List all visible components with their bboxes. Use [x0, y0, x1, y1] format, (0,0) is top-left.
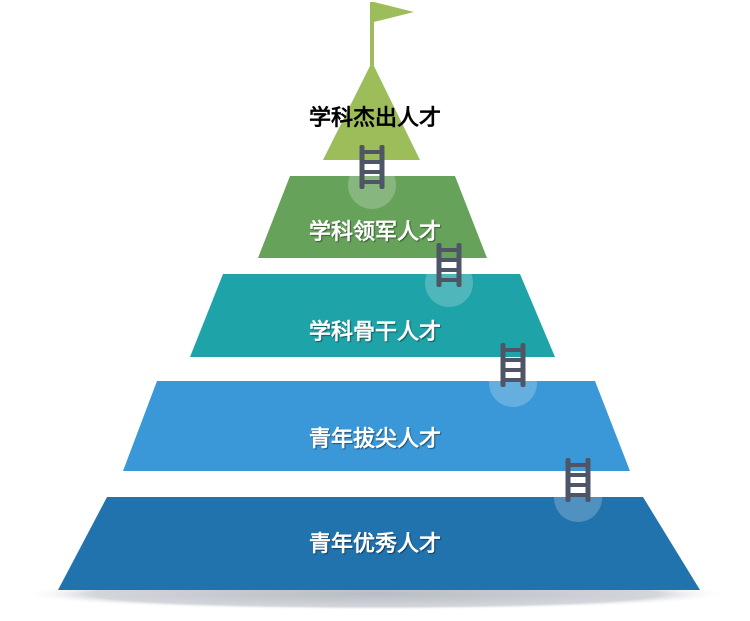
tier-5-shape: [58, 497, 700, 590]
tier-4-shape: [123, 381, 630, 471]
tier-3-label: 学科骨干人才: [308, 320, 441, 345]
tier-1-shape: [323, 62, 420, 160]
tier-1-label: 学科杰出人才: [308, 106, 441, 131]
ladder-icon: [425, 243, 473, 307]
tier-5-label: 青年优秀人才: [308, 532, 441, 557]
tier-2-label: 学科领军人才: [308, 220, 441, 245]
tier-4-label: 青年拔尖人才: [308, 427, 441, 452]
tier-2-shape: [258, 176, 487, 258]
ladder-icon: [348, 145, 396, 209]
ladder-icon: [554, 458, 602, 522]
ladder-icon: [489, 343, 537, 407]
tier-3-shape: [190, 274, 555, 357]
flag-icon: [370, 2, 414, 66]
